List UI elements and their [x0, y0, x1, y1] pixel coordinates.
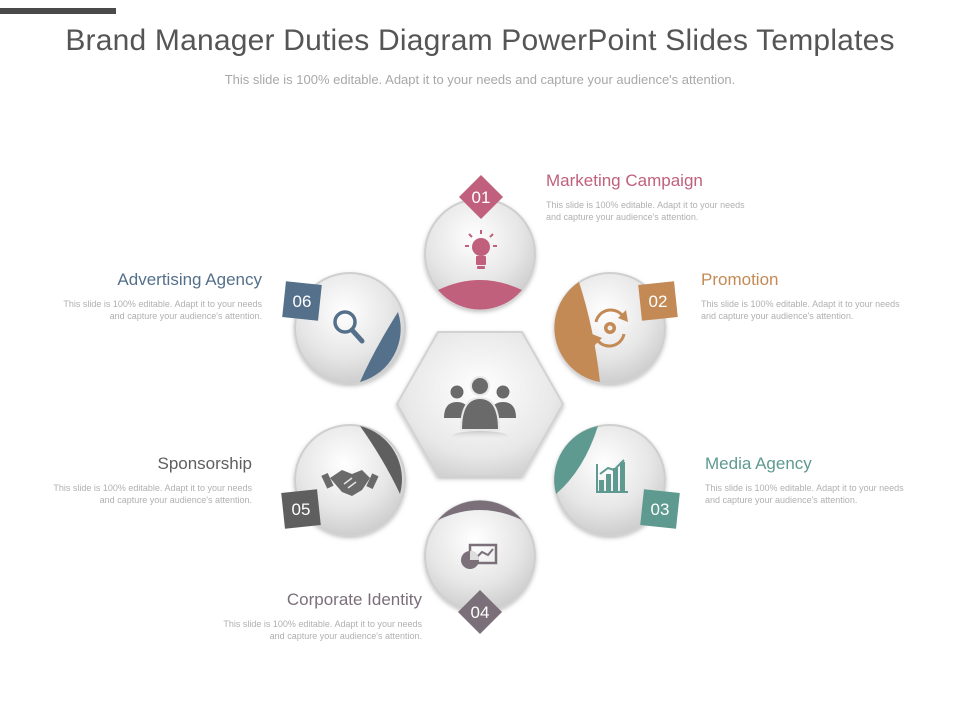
duty-title: Corporate Identity	[286, 590, 422, 609]
team-icon	[444, 376, 516, 431]
page-title: Brand Manager Duties Diagram PowerPoint …	[65, 24, 895, 57]
number-badge-02: 02	[638, 281, 678, 321]
duty-title: Sponsorship	[157, 454, 252, 473]
top-accent-bar	[0, 8, 116, 14]
number-badge-03: 03	[640, 489, 680, 529]
number-label: 02	[649, 292, 668, 311]
duty-description: This slide is 100% editable. Adapt it to…	[53, 483, 252, 505]
duty-title: Marketing Campaign	[546, 171, 703, 190]
duty-circle-marketing-campaign	[424, 198, 536, 310]
label-corporate-identity: Corporate Identity This slide is 100% ed…	[222, 590, 422, 642]
presentation-board-icon	[461, 543, 498, 569]
number-badge-05: 05	[281, 489, 321, 529]
refresh-gear-icon	[592, 308, 628, 348]
number-label: 05	[292, 500, 311, 519]
duty-description: This slide is 100% editable. Adapt it to…	[63, 299, 262, 321]
label-media-agency: Media Agency This slide is 100% editable…	[705, 454, 905, 506]
number-badge-04: 04	[458, 590, 502, 634]
page-subtitle: This slide is 100% editable. Adapt it to…	[224, 72, 736, 87]
handshake-icon	[321, 470, 379, 496]
label-promotion: Promotion This slide is 100% editable. A…	[701, 270, 901, 322]
label-advertising-agency: Advertising Agency This slide is 100% ed…	[62, 270, 262, 322]
duty-circle-media-agency	[554, 424, 666, 536]
number-label: 04	[471, 603, 490, 622]
number-label: 06	[293, 292, 312, 311]
duty-circle-promotion	[554, 272, 666, 384]
magnifier-icon	[333, 310, 365, 344]
center-hexagon	[395, 331, 565, 477]
label-marketing-campaign: Marketing Campaign This slide is 100% ed…	[546, 171, 746, 223]
duty-title: Media Agency	[705, 454, 812, 473]
duty-description: This slide is 100% editable. Adapt it to…	[546, 200, 745, 222]
number-badge-06: 06	[282, 281, 322, 321]
duty-circle-sponsorship	[294, 424, 406, 536]
duty-description: This slide is 100% editable. Adapt it to…	[705, 483, 904, 505]
duty-description: This slide is 100% editable. Adapt it to…	[223, 619, 422, 641]
lightbulb-icon	[465, 230, 497, 269]
duty-description: This slide is 100% editable. Adapt it to…	[701, 299, 900, 321]
duty-circle-corporate-identity	[424, 500, 536, 612]
number-label: 03	[651, 500, 670, 519]
duty-circle-advertising-agency	[294, 272, 406, 384]
duty-title: Promotion	[701, 270, 779, 289]
number-label: 01	[472, 188, 491, 207]
duty-title: Advertising Agency	[117, 270, 262, 289]
label-sponsorship: Sponsorship This slide is 100% editable.…	[52, 454, 252, 506]
bar-chart-icon	[596, 459, 628, 493]
number-badge-01: 01	[459, 175, 503, 219]
